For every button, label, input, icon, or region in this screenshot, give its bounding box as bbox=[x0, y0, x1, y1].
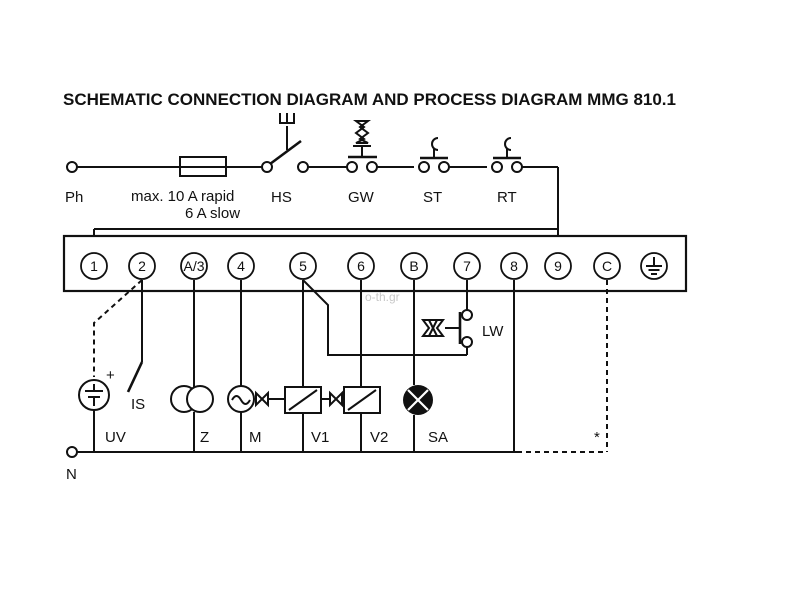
label-v2: V2 bbox=[370, 429, 388, 446]
solenoid-valve-v1-icon bbox=[284, 386, 322, 414]
ignition-transformer-icon bbox=[170, 385, 214, 413]
lw-contact-top bbox=[461, 309, 473, 321]
svg-text:C: C bbox=[602, 258, 612, 274]
lw-return-wire bbox=[302, 279, 467, 356]
svg-text:5: 5 bbox=[299, 258, 307, 274]
label-st: ST bbox=[423, 189, 442, 206]
gw-contact-left bbox=[346, 161, 358, 173]
terminal-8: 8 bbox=[500, 252, 528, 280]
uv-dashed-wire bbox=[93, 279, 143, 377]
label-is: IS bbox=[131, 396, 145, 413]
label-fuse-slow: 6 A slow bbox=[185, 205, 240, 222]
terminal-2: 2 bbox=[128, 252, 156, 280]
label-plus: + bbox=[106, 367, 115, 384]
terminal-1: 1 bbox=[80, 252, 108, 280]
air-pressure-switch-icon bbox=[421, 319, 460, 337]
terminal-4: 4 bbox=[227, 252, 255, 280]
svg-text:A/3: A/3 bbox=[183, 258, 204, 274]
pressure-switch-icon bbox=[353, 120, 371, 157]
earth-terminal-icon bbox=[640, 252, 668, 280]
valve-icon bbox=[329, 390, 343, 408]
valve-icon bbox=[255, 390, 269, 408]
hs-contact-right bbox=[297, 161, 309, 173]
terminal-b: B bbox=[400, 252, 428, 280]
lw-contact-bottom bbox=[461, 336, 473, 348]
svg-text:2: 2 bbox=[138, 258, 146, 274]
svg-text:6: 6 bbox=[357, 258, 365, 274]
solenoid-valve-v2-icon bbox=[343, 386, 381, 414]
svg-text:7: 7 bbox=[463, 258, 471, 274]
label-lw: LW bbox=[482, 323, 504, 340]
hs-actuator-icon bbox=[279, 113, 295, 150]
label-sa: SA bbox=[428, 429, 448, 446]
ph-terminal bbox=[66, 161, 78, 173]
terminal-5: 5 bbox=[289, 252, 317, 280]
label-star: * bbox=[594, 429, 600, 446]
label-n: N bbox=[66, 466, 77, 483]
label-v1: V1 bbox=[311, 429, 329, 446]
svg-text:8: 8 bbox=[510, 258, 518, 274]
svg-text:B: B bbox=[409, 258, 418, 274]
label-m: M bbox=[249, 429, 262, 446]
terminal-9: 9 bbox=[544, 252, 572, 280]
svg-text:4: 4 bbox=[237, 258, 245, 274]
label-fuse-rapid: max. 10 A rapid bbox=[131, 188, 234, 205]
terminal-c: C bbox=[593, 252, 621, 280]
terminal-a3: A/3 bbox=[180, 252, 208, 280]
label-uv: UV bbox=[105, 429, 126, 446]
label-rt: RT bbox=[497, 189, 517, 206]
is-switch bbox=[126, 361, 144, 393]
motor-icon bbox=[227, 385, 255, 413]
gw-contact-right bbox=[366, 161, 378, 173]
terminal-7: 7 bbox=[453, 252, 481, 280]
terminal-strip bbox=[62, 234, 688, 293]
st-thermostat-icon bbox=[418, 137, 450, 173]
svg-text:1: 1 bbox=[90, 258, 98, 274]
n-terminal bbox=[66, 446, 78, 458]
rt-thermostat-icon bbox=[491, 137, 523, 173]
hs-contact-left bbox=[261, 161, 273, 173]
diagram-title: SCHEMATIC CONNECTION DIAGRAM AND PROCESS… bbox=[63, 90, 676, 109]
svg-text:9: 9 bbox=[554, 258, 562, 274]
watermark: o-th.gr bbox=[365, 290, 400, 304]
label-hs: HS bbox=[271, 189, 292, 206]
signal-lamp-icon bbox=[403, 385, 433, 415]
label-gw: GW bbox=[348, 189, 375, 206]
hs-switch-blade bbox=[269, 139, 302, 166]
uv-sensor-icon bbox=[78, 379, 110, 411]
label-ph: Ph bbox=[65, 189, 83, 206]
terminal-6: 6 bbox=[347, 252, 375, 280]
label-z: Z bbox=[200, 429, 209, 446]
